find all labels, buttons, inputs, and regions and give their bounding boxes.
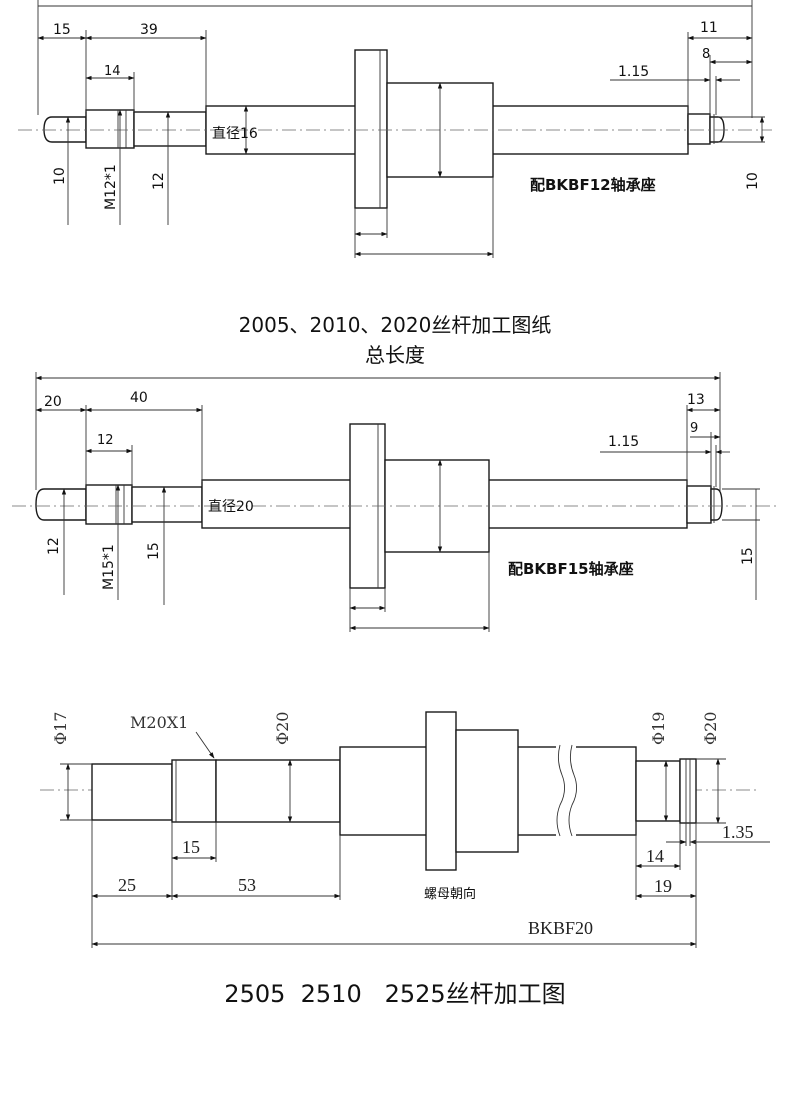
d3-break-right [568,744,577,837]
d2-dim-m15: M15*1 [101,544,117,590]
d2-dim-15: 15 [146,542,162,560]
d3-dim-phi19: Φ19 [649,712,668,745]
d1-dim-m12: M12*1 [103,164,119,210]
d1-dim-8: 8 [702,47,710,62]
title-1-total-length: 总长度 [365,343,425,367]
d2-dim-12-top: 12 [97,433,114,448]
d2-dim-1-15: 1.15 [608,434,639,450]
d2-step [131,486,203,523]
d2-dim-12-left: 12 [46,537,62,555]
d1-journal-end [43,116,87,143]
d1-dim-1-15: 1.15 [618,64,649,80]
d3-nut-body [455,729,519,853]
d1-dim-10-right: 10 [745,172,761,190]
d3-bearing-label: BKBF20 [528,918,593,938]
d3-thread-m20 [171,759,217,823]
d3-dim-15: 15 [182,837,200,857]
d1-dim-12: 12 [151,172,167,190]
d2-dim-15-right: 15 [740,547,756,565]
title-1: 2005、2010、2020丝杆加工图纸 [239,313,552,337]
d1-nut-flange [354,49,388,209]
d3-dim-19: 19 [654,876,672,896]
d1-step [133,111,207,147]
d2-dim-20: 20 [44,394,62,410]
d2-journal-end [35,488,87,521]
d3-dim-phi17: Φ17 [51,712,70,745]
d1-dim-10: 10 [52,167,68,185]
d3-dim-25: 25 [118,875,136,895]
drawing-3-shaft-20: Φ17 M20X1 Φ20 Φ19 Φ20 1.35 15 25 53 [40,711,770,948]
d1-bearing-label: 配BKBF12轴承座 [530,176,656,194]
d3-right-journal [635,760,681,822]
d1-dim-14: 14 [104,64,121,79]
d3-left-journal [91,763,173,821]
d3-dim-phi20-right: Φ20 [701,712,720,745]
d2-thread-m15 [85,484,133,525]
d2-right-journal [686,485,712,524]
d2-diameter-label: 直径20 [208,498,254,515]
d2-dim-13: 13 [687,392,705,408]
d2-bearing-label: 配BKBF15轴承座 [508,560,634,578]
d2-right-end [710,488,723,521]
d3-dim-phi20: Φ20 [273,712,292,745]
title-2: 2505 2510 2525丝杆加工图 [224,980,565,1008]
drawing-1-shaft-12: 15 39 14 11 8 1.15 10 M12*1 12 10 直径16 配… [18,0,772,258]
d3-dim-14: 14 [646,846,664,866]
d1-dim-15: 15 [53,22,71,38]
d2-dim-40: 40 [130,390,148,406]
d3-dim-53: 53 [238,875,256,895]
d3-nut-flange [425,711,457,871]
d1-right-end [709,116,725,143]
d1-right-journal [687,113,711,145]
d2-dim-9: 9 [690,421,698,436]
d3-dim-1-35: 1.35 [722,822,754,842]
d1-diameter-label: 直径16 [212,125,258,142]
drawing-2-shaft-15: 20 40 12 13 9 1.15 12 M15*1 15 15 直径20 配… [12,372,778,632]
d3-nut-direction: 螺母朝向 [424,886,476,902]
d3-step-20 [215,759,341,823]
d1-thread-m12 [85,109,135,149]
d3-break-left [556,744,565,837]
d3-dim-m20x1: M20X1 [130,713,188,732]
d1-dim-11: 11 [700,20,718,36]
d1-dim-39: 39 [140,22,158,38]
d3-right-end [679,758,697,824]
